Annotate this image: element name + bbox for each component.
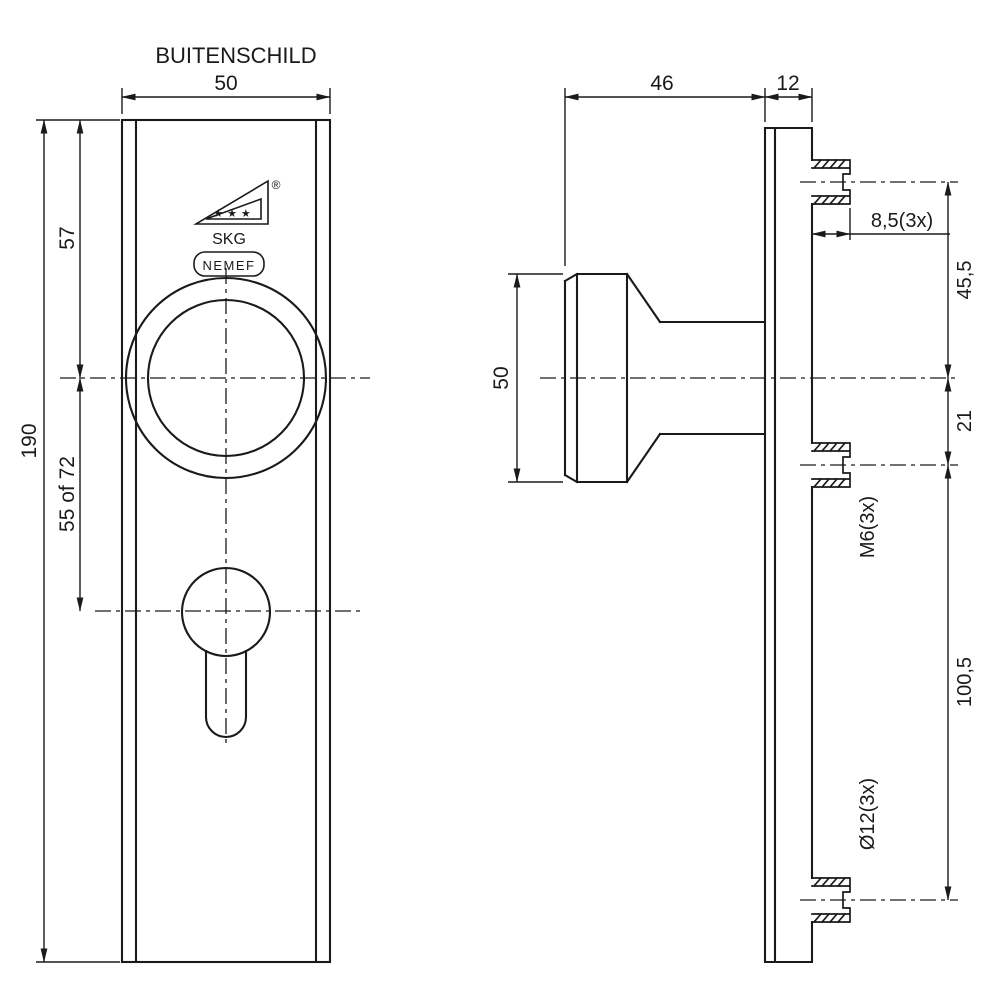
dim-top-to-knob: 57 — [56, 226, 79, 249]
brand-badge-text: NEMEF — [203, 258, 256, 273]
dim-middle-to-bottom-stud: 100,5 — [954, 657, 976, 707]
dim-plate-height: 190 — [18, 423, 41, 458]
cylinder-slot — [204, 649, 248, 738]
side-view-plate — [763, 126, 814, 964]
centerlines — [60, 181, 958, 901]
drawing-title: BUITENSCHILD — [155, 43, 316, 68]
label-stud-diameter: Ø12(3x) — [857, 778, 879, 850]
plate-outline — [120, 118, 332, 964]
skg-logo-text: SKG — [212, 231, 246, 248]
label-stud-thread: M6(3x) — [857, 496, 879, 558]
dimension-lines — [36, 88, 952, 963]
skg-stars-icon: ★★★ — [213, 208, 255, 220]
dim-knob-diameter: 50 — [490, 366, 513, 389]
skg-triangle-inner — [205, 197, 262, 220]
dim-plate-thickness: 12 — [776, 72, 799, 95]
dim-plate-width: 50 — [214, 72, 237, 95]
front-view-plate — [120, 118, 332, 964]
brand-badge-outline — [193, 251, 265, 277]
skg-logo — [193, 179, 269, 225]
dim-knob-depth: 46 — [650, 72, 673, 95]
dim-stud-length: 8,5(3x) — [871, 210, 933, 232]
dim-center-to-middle-stud: 21 — [954, 410, 976, 432]
skg-triangle-outer — [193, 179, 269, 225]
ext-plate-width — [121, 88, 331, 114]
registered-mark-icon: ® — [272, 178, 281, 192]
dim-top-stud-to-center: 45,5 — [954, 261, 976, 300]
dim-knob-to-cylinder: 55 of 72 — [56, 456, 79, 532]
labels: BUITENSCHILD 50 190 57 55 of 72 ® ★★★ SK… — [18, 43, 976, 850]
